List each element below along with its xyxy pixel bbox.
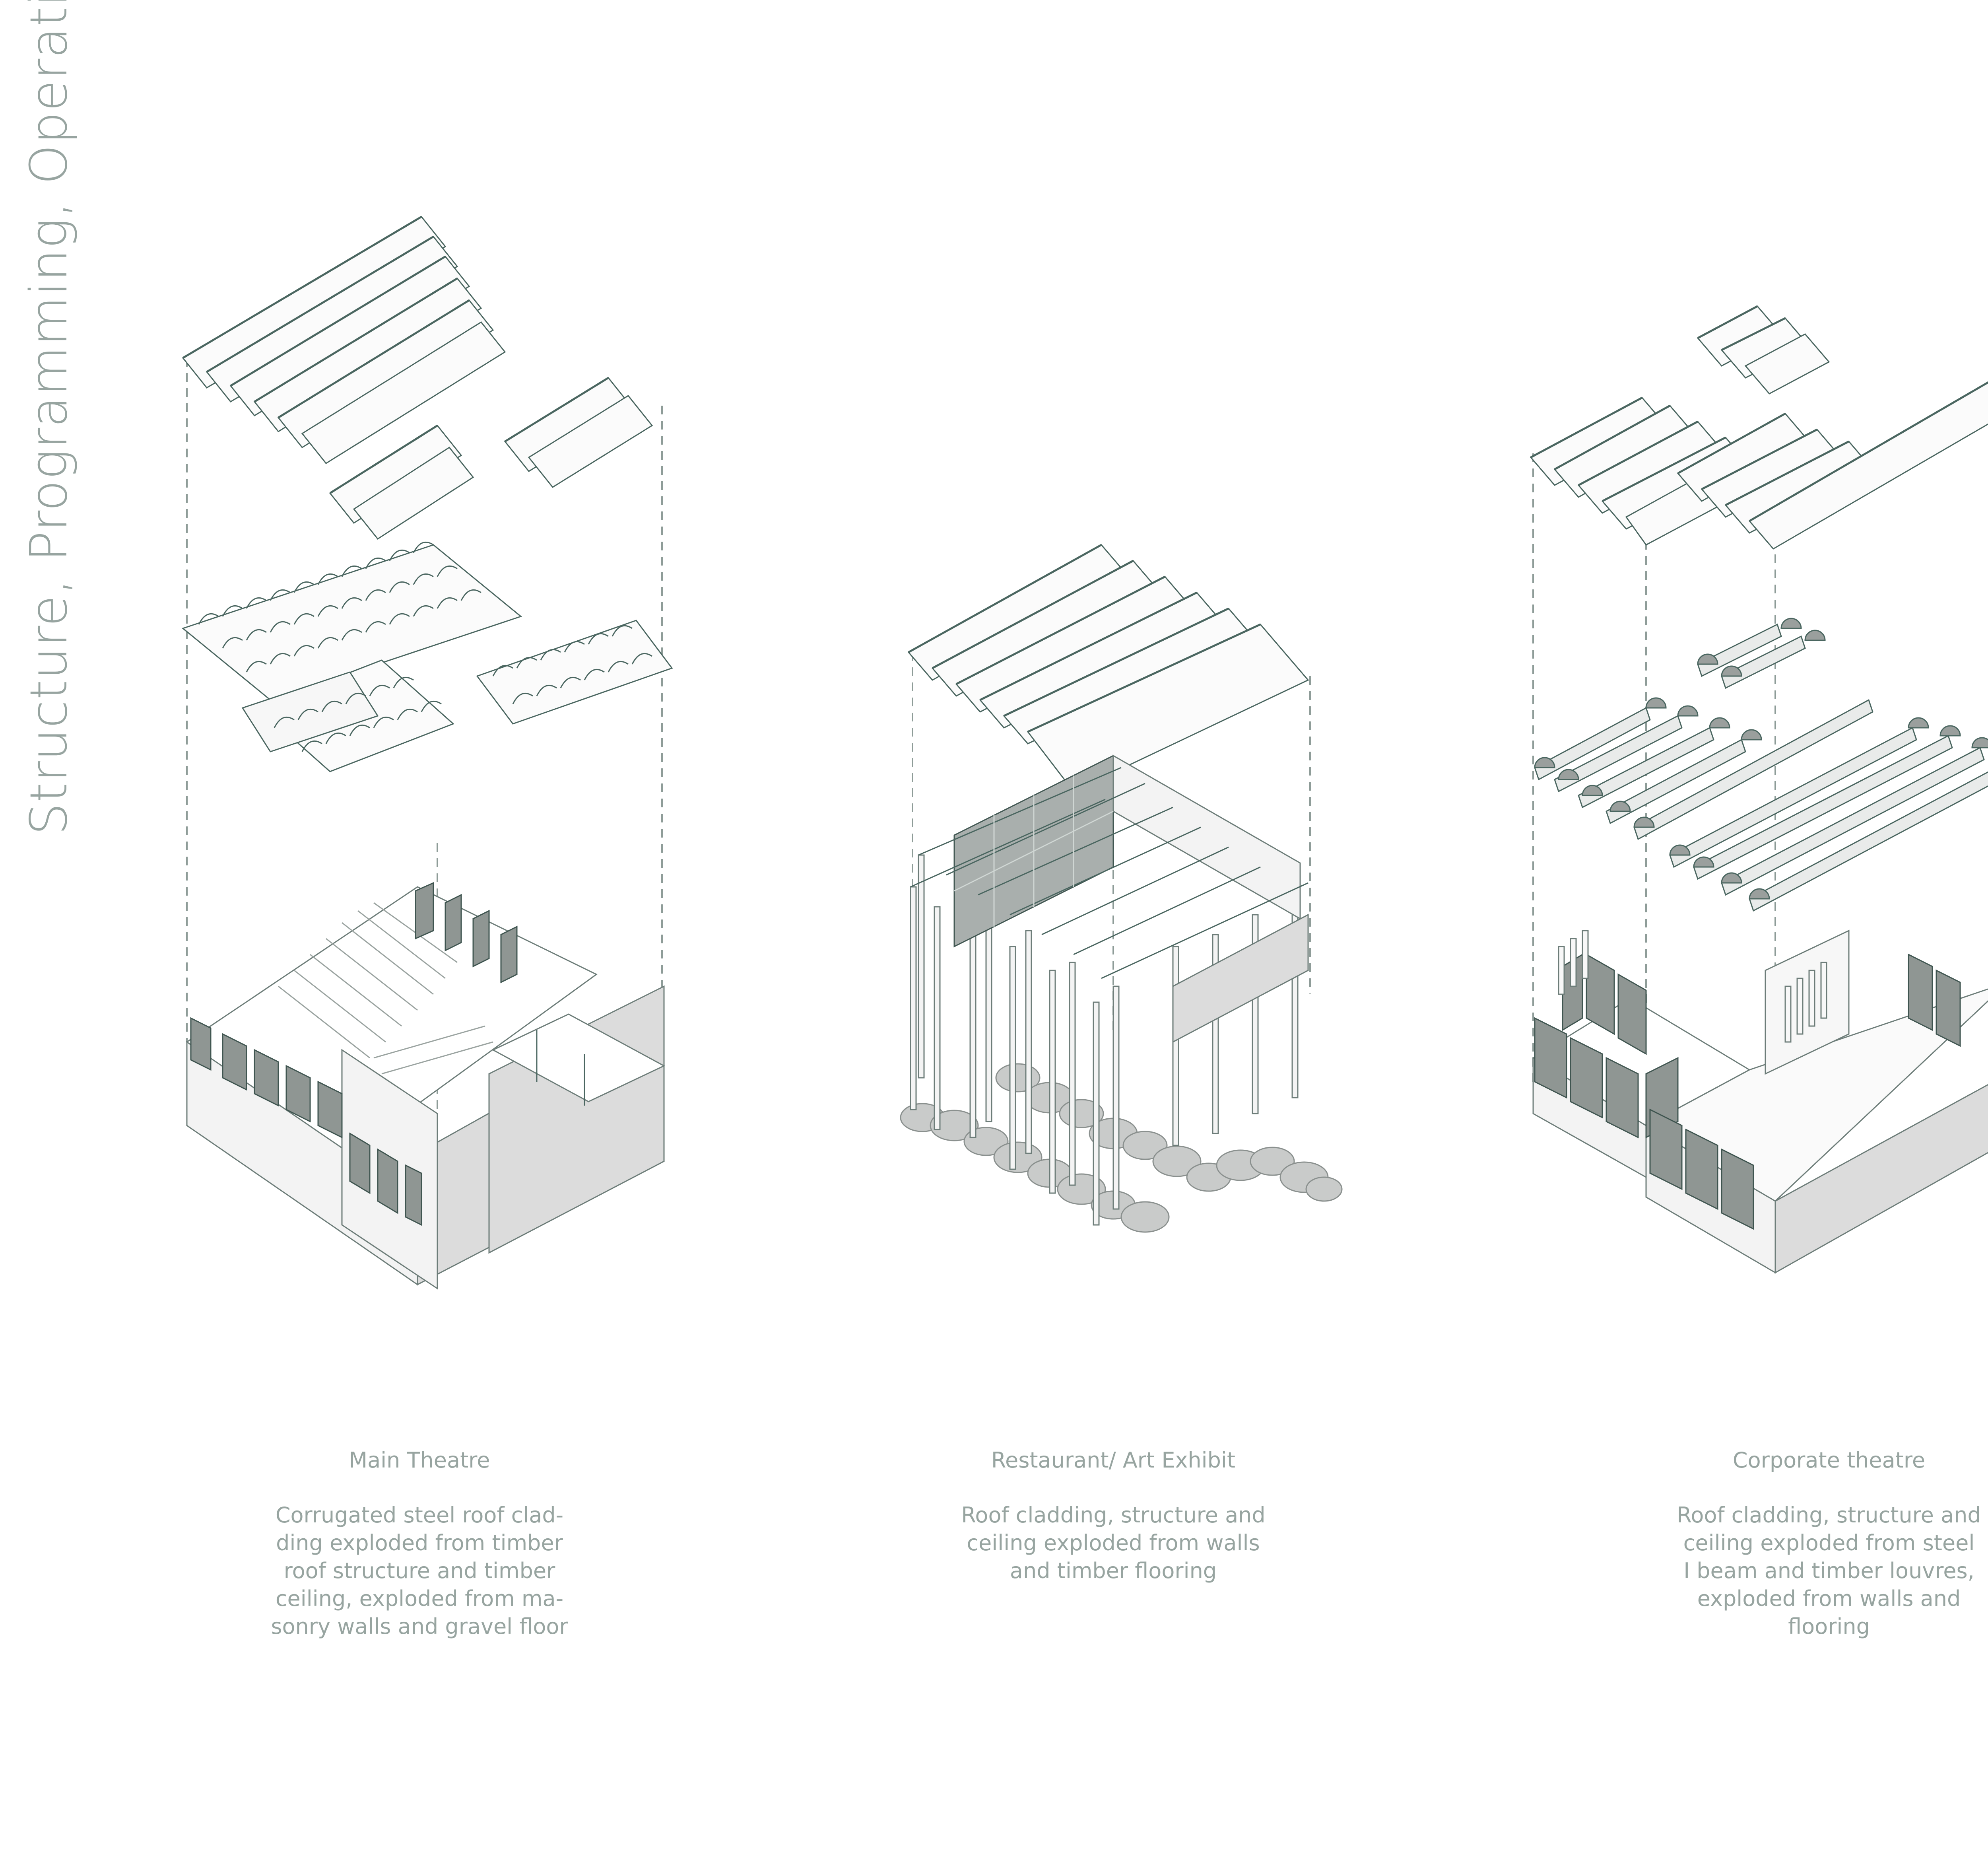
panel-description: Corrugated steel roof clad- ding explode…: [271, 1502, 568, 1639]
timber-louvres: [1558, 930, 1827, 1043]
masonry-walls-and-seating: [186, 882, 666, 1290]
panel-restaurant-art-exhibit: Restaurant/ Art Exhibit Roof cladding, s…: [795, 0, 1511, 1790]
glazed-panels: [190, 882, 518, 1226]
panel-description: Roof cladding, structure and ceiling exp…: [1677, 1502, 1981, 1639]
caption-corporate-theatre: Corporate theatre Roof cladding, structu…: [1630, 1448, 1988, 1641]
panel-corporate-theatre: Corporate theatre Roof cladding, structu…: [1511, 0, 1988, 1790]
panel-title: Restaurant/ Art Exhibit: [991, 1448, 1236, 1473]
roof-cladding-vaults: [1530, 305, 1988, 550]
restaurant-exploded-axonometric: [900, 544, 1343, 1233]
caption-main-theatre: Main Theatre Corrugated steel roof clad-…: [221, 1448, 618, 1641]
rock-footings: [900, 1063, 1343, 1233]
glazed-curtain-wall: [1534, 953, 1961, 1230]
main-theatre-exploded-axonometric: [181, 216, 673, 1290]
panel-main-theatre: Main Theatre Corrugated steel roof clad-…: [0, 0, 795, 1790]
roof-cladding-vaults: [907, 544, 1309, 792]
timber-ceiling-vaults: [181, 541, 673, 772]
raked-seating: [278, 902, 493, 1075]
panel-title: Main Theatre: [349, 1448, 490, 1473]
steel-i-beam-timber-louvres: [1534, 618, 1988, 912]
beams-and-glazed-walls: [910, 754, 1309, 1043]
roof-cladding-vaults: [182, 216, 653, 540]
caption-restaurant-art-exhibit: Restaurant/ Art Exhibit Roof cladding, s…: [914, 1448, 1312, 1585]
walls-and-flooring: [1532, 929, 1988, 1274]
panel-description: Roof cladding, structure and ceiling exp…: [961, 1502, 1266, 1583]
corporate-theatre-exploded-axonometric: [1530, 305, 1988, 1274]
panel-title: Corporate theatre: [1732, 1448, 1926, 1473]
